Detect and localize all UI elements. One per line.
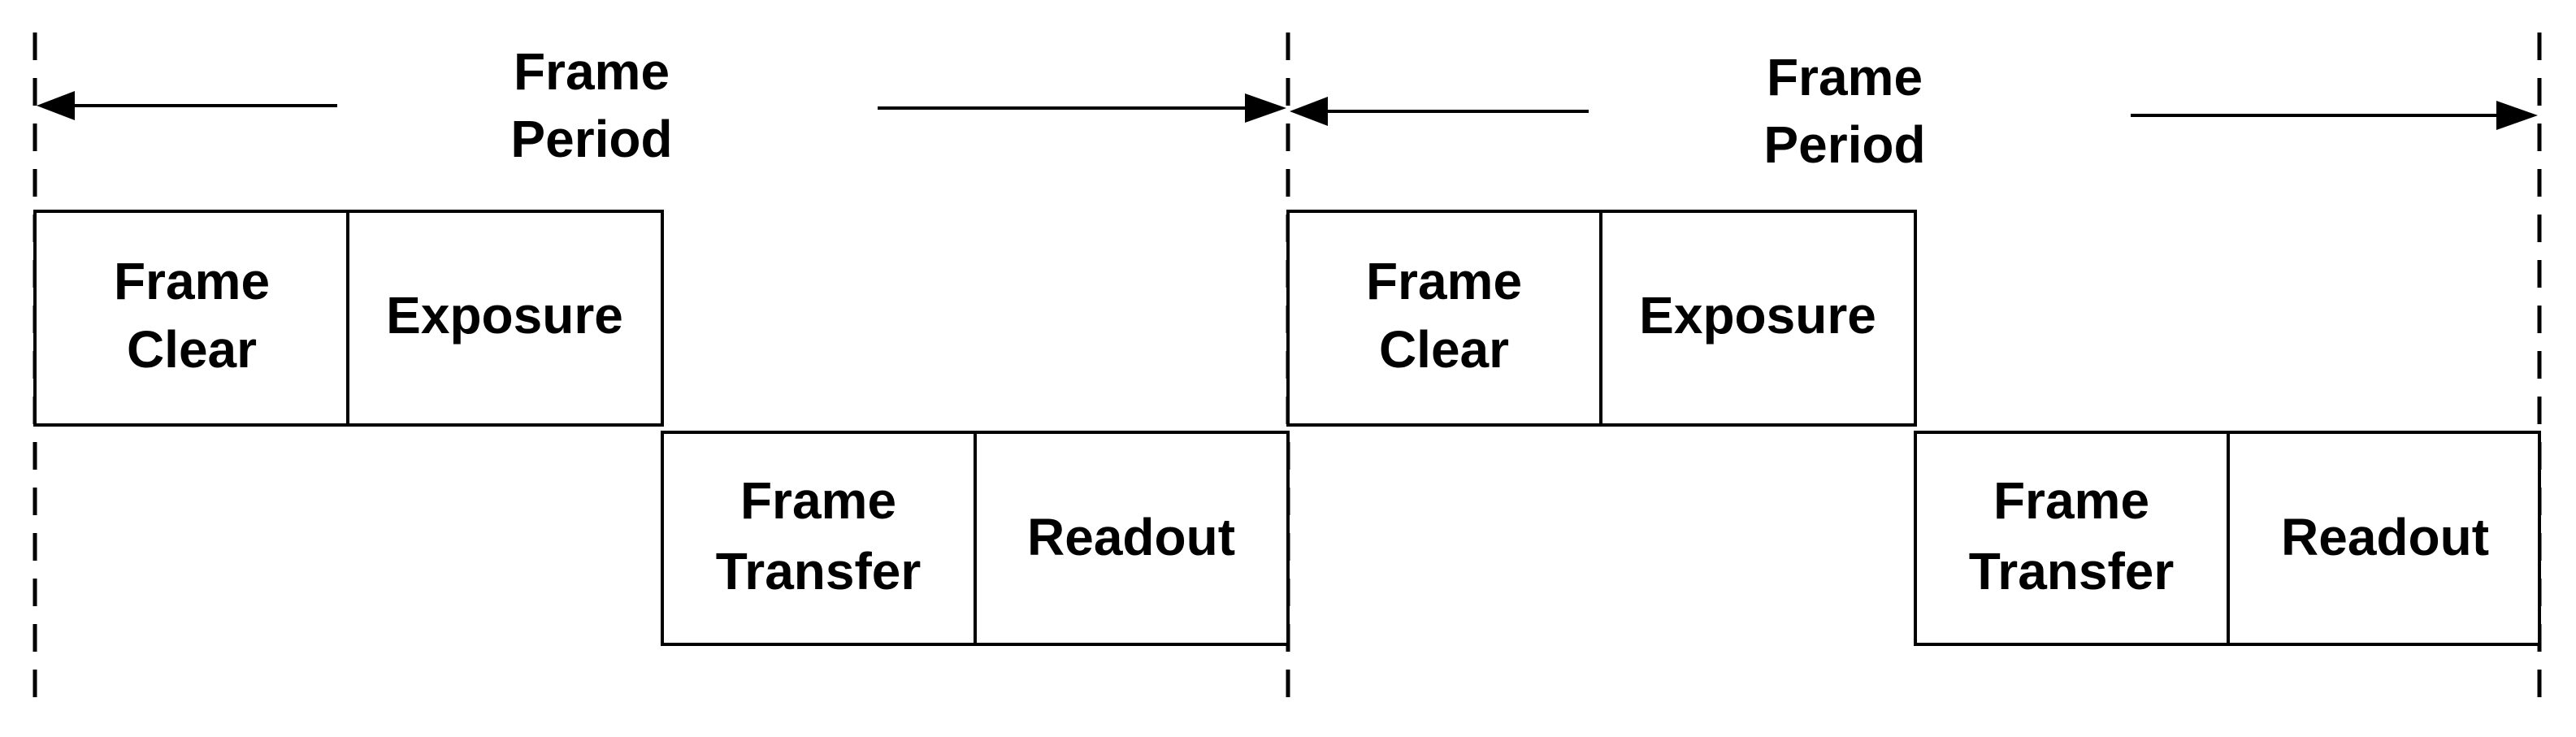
frame-transfer-label: Transfer (1969, 542, 2175, 600)
frame-transfer-label: Frame (740, 471, 896, 530)
arrow-right-head-icon (1245, 93, 1286, 123)
frame-period-label: Period (510, 110, 672, 168)
exposure-label: Exposure (386, 286, 623, 345)
readout-label: Readout (2281, 508, 2489, 566)
frame-clear-label: Clear (1379, 320, 1509, 379)
arrow-left-head-icon (37, 91, 75, 120)
frame-period-label: Frame (1767, 48, 1923, 106)
exposure-label: Exposure (1639, 286, 1876, 345)
frame-clear-label: Frame (114, 252, 270, 310)
frame-period-2: Frame Period Frame Clear Exposure Frame … (1286, 48, 2541, 646)
frame-period-arrow-1 (37, 91, 1286, 123)
frame-clear-label: Clear (127, 320, 257, 379)
arrow-left-head-icon (1290, 97, 1328, 126)
arrow-right-head-icon (2496, 101, 2538, 130)
frame-period-1: Frame Period Frame Clear Exposure Frame … (33, 42, 1290, 646)
frame-period-label: Period (1763, 115, 1925, 174)
frame-transfer-label: Frame (1993, 471, 2149, 530)
frame-period-arrow-2 (1290, 97, 2538, 130)
frame-period-label: Frame (514, 42, 670, 101)
readout-label: Readout (1027, 508, 1235, 566)
frame-clear-label: Frame (1366, 252, 1522, 310)
frame-transfer-label: Transfer (716, 542, 922, 600)
